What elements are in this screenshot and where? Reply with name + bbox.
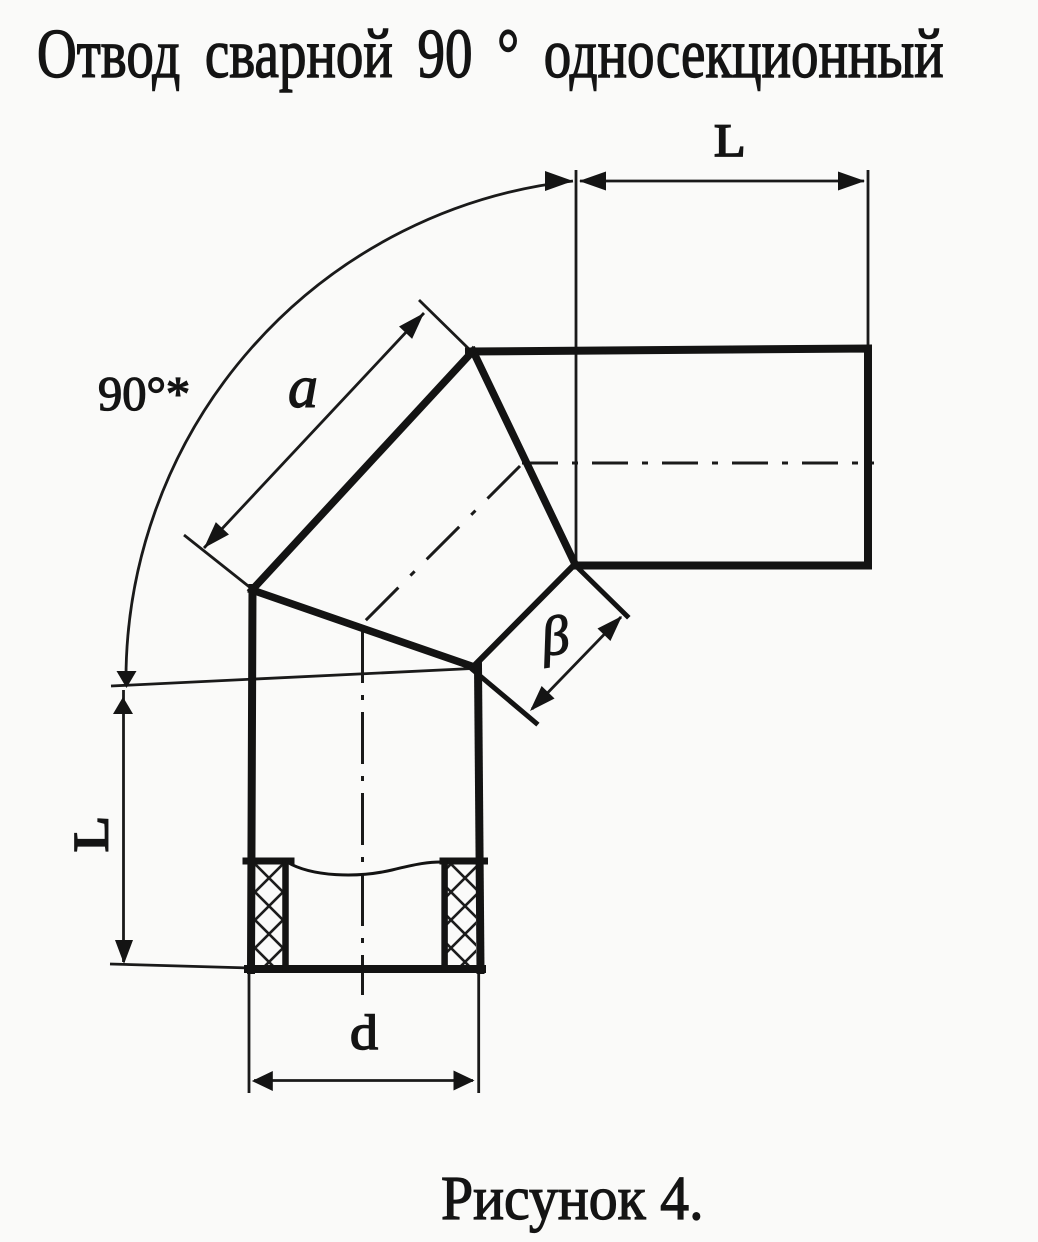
svg-text:a: a xyxy=(288,354,318,420)
svg-text:L: L xyxy=(63,816,118,853)
svg-text:d: d xyxy=(350,1006,378,1061)
svg-text:Отвод сварной 90 ° односекцион: Отвод сварной 90 ° односекционный xyxy=(37,15,944,93)
svg-text:90°*: 90°* xyxy=(98,368,190,421)
svg-text:Рисунок 4.: Рисунок 4. xyxy=(441,1164,704,1234)
svg-text:L: L xyxy=(714,114,746,166)
